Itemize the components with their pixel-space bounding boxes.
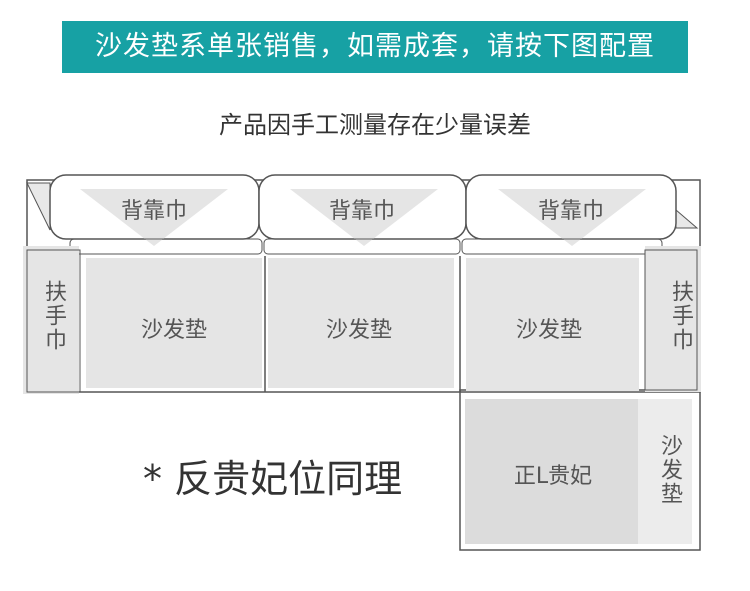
measurement-note: 产品因手工测量存在少量误差	[219, 111, 531, 139]
armrest-right-pad	[645, 246, 701, 392]
back-cushions	[49, 174, 677, 246]
right-corner-triangle	[675, 208, 699, 229]
seat-label-1: 沙发垫	[140, 318, 207, 343]
left-corner-triangle	[26, 182, 51, 231]
chaise-side-label: 沙发垫	[657, 434, 682, 506]
armrest-left-pad	[23, 246, 79, 394]
seat-label-3: 沙发垫	[515, 318, 582, 343]
seat-pads	[86, 256, 639, 392]
mirror-layout-note: * 反贵妃位同理	[143, 457, 403, 501]
chaise-pad	[465, 399, 638, 544]
seat-label-2: 沙发垫	[325, 318, 392, 343]
back-cushion-label-2: 背靠巾	[328, 199, 395, 224]
chaise-label: 正L贵妃	[513, 464, 593, 489]
armrest-right-label: 扶手巾	[668, 280, 693, 352]
chaise-side-pad	[638, 399, 692, 544]
back-cushion-label-1: 背靠巾	[120, 199, 187, 224]
armrest-left-label: 扶手巾	[41, 280, 66, 352]
header-banner: 沙发垫系单张销售，如需成套，请按下图配置	[62, 21, 688, 73]
back-cushion-label-3: 背靠巾	[537, 199, 604, 224]
